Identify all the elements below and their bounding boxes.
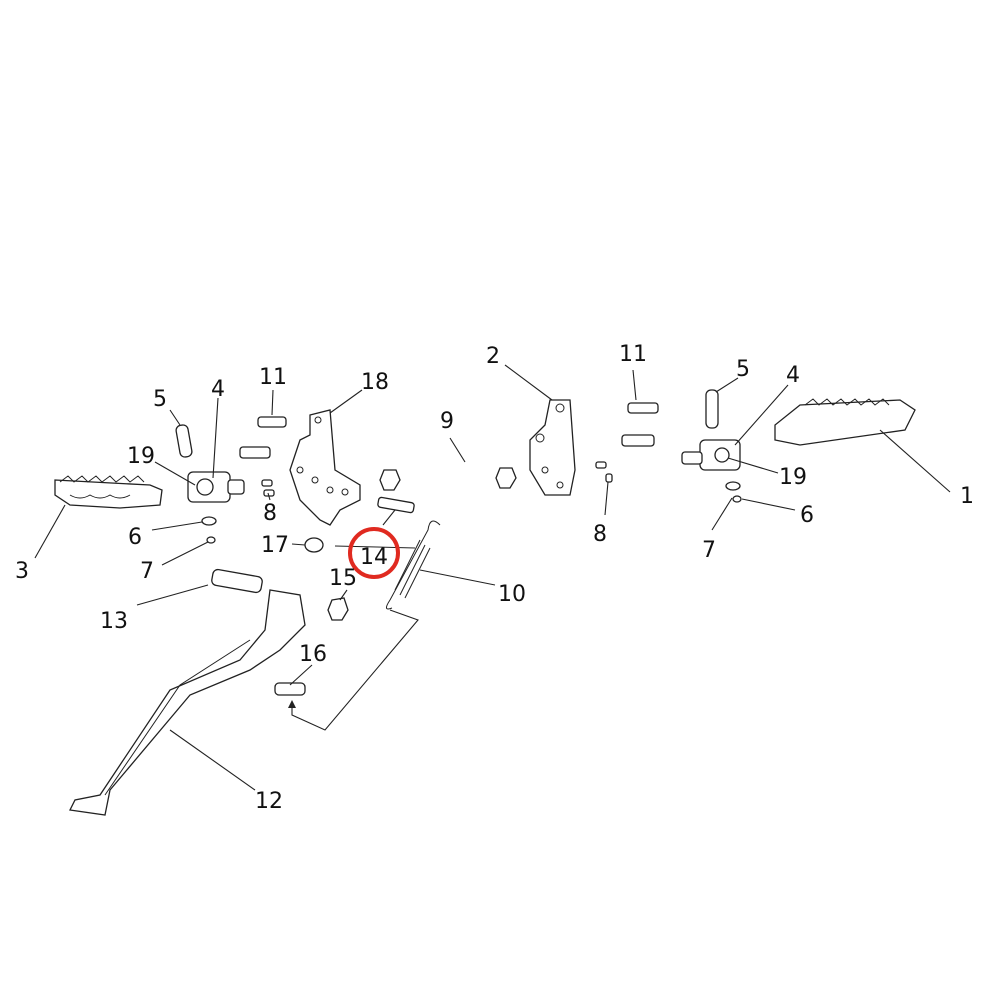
callout-15[interactable]: 15 — [329, 566, 357, 591]
right-peg-mount-part — [681, 389, 741, 471]
spring-part — [334, 520, 441, 610]
callout-13[interactable]: 13 — [100, 609, 128, 634]
callout-2[interactable]: 2 — [486, 344, 500, 369]
callout-6-left[interactable]: 6 — [128, 525, 142, 550]
callout-8-right[interactable]: 8 — [593, 522, 607, 547]
assembly-leader-line — [291, 609, 419, 731]
callout-4-left[interactable]: 4 — [211, 377, 225, 402]
arrow-icon — [288, 700, 296, 708]
pivot-bolt-13-part — [211, 568, 263, 594]
callout-18[interactable]: 18 — [361, 370, 389, 395]
callout-11-right[interactable]: 11 — [619, 342, 647, 367]
left-peg-mount-part — [175, 424, 245, 503]
callout-1[interactable]: 1 — [960, 484, 974, 509]
pivot-bolt-16-part — [274, 682, 306, 696]
callout-12[interactable]: 12 — [255, 789, 283, 814]
callout-16[interactable]: 16 — [299, 642, 327, 667]
callout-19-left[interactable]: 19 — [127, 444, 155, 469]
small-hardware-part — [304, 469, 415, 621]
right-bracket-part — [495, 399, 576, 496]
callout-14[interactable]: 14 — [360, 545, 388, 570]
callout-17[interactable]: 17 — [261, 533, 289, 558]
callout-7-left[interactable]: 7 — [140, 559, 154, 584]
right-footpeg-part — [774, 398, 916, 446]
callout-4-right[interactable]: 4 — [786, 363, 800, 388]
callout-7-right[interactable]: 7 — [702, 538, 716, 563]
callout-6-right[interactable]: 6 — [800, 503, 814, 528]
callout-labels: 1 2 3 4 4 5 5 6 6 7 7 8 8 9 10 11 11 12 … — [15, 342, 974, 814]
sidestand-bracket-part — [289, 409, 361, 526]
callout-5-right[interactable]: 5 — [736, 357, 750, 382]
highlight-circle — [348, 527, 400, 579]
callout-10[interactable]: 10 — [498, 582, 526, 607]
leader-lines — [34, 364, 951, 791]
left-bolts-part — [201, 416, 287, 544]
callout-8-left[interactable]: 8 — [263, 501, 277, 526]
callout-19-right[interactable]: 19 — [779, 465, 807, 490]
sidestand-part — [69, 589, 306, 816]
callout-11-left[interactable]: 11 — [259, 365, 287, 390]
callout-9[interactable]: 9 — [440, 409, 454, 434]
callout-3[interactable]: 3 — [15, 559, 29, 584]
callout-5-left[interactable]: 5 — [153, 387, 167, 412]
left-footpeg-part — [54, 475, 163, 509]
right-bolts-part — [595, 402, 742, 503]
